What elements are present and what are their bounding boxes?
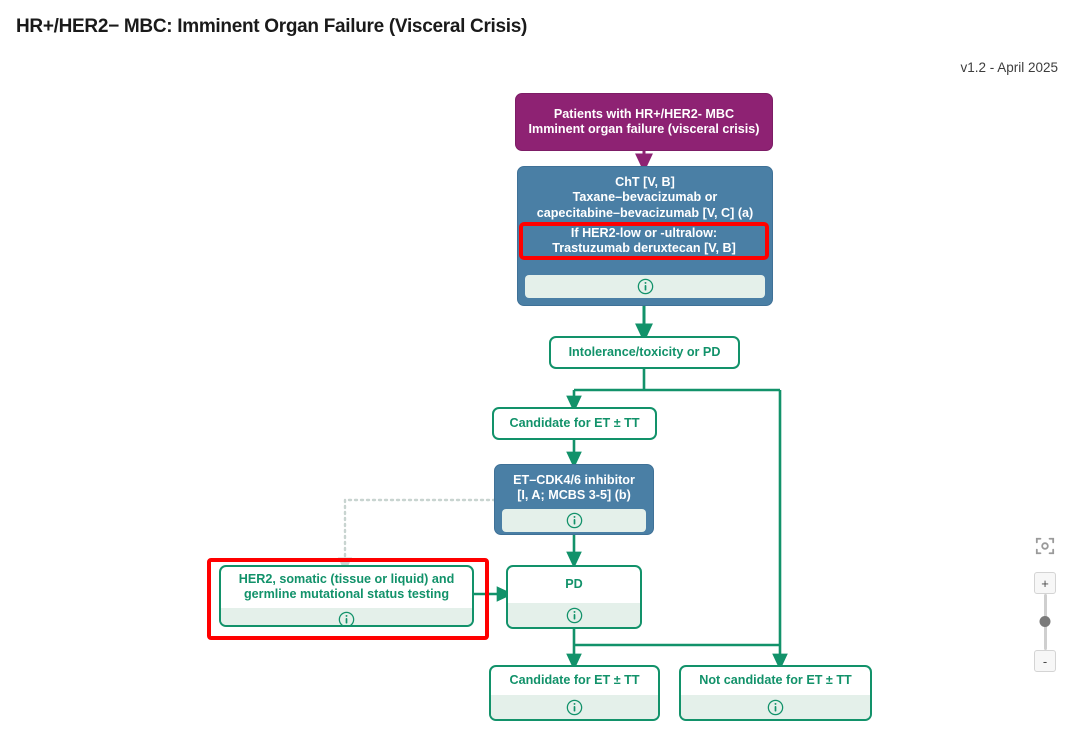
info-icon[interactable] — [566, 512, 583, 529]
info-icon[interactable] — [637, 278, 654, 295]
node-not-candidate-et[interactable]: Not candidate for ET ± TT — [679, 665, 872, 721]
node-her2-testing-info-bar[interactable] — [221, 607, 472, 627]
node-candidate-et-bottom-label: Candidate for ET ± TT — [509, 673, 640, 688]
zoom-out-button[interactable]: - — [1034, 650, 1056, 672]
node-et-cdk46-line1: ET–CDK4/6 inhibitor — [513, 473, 635, 487]
zoom-in-label: + — [1041, 575, 1049, 591]
node-cht-text: ChT [V, B] Taxane–bevacizumab or capecit… — [518, 167, 772, 275]
node-patients-text: Patients with HR+/HER2- MBC Imminent org… — [516, 94, 772, 150]
node-candidate-et-upper[interactable]: Candidate for ET ± TT — [492, 407, 657, 440]
node-candidate-et-bottom-info-bar[interactable] — [491, 695, 658, 719]
node-et-cdk46-info-bar[interactable] — [502, 508, 646, 532]
node-her2-testing-line1: HER2, somatic (tissue or liquid) and — [238, 572, 455, 586]
node-pd[interactable]: PD — [506, 565, 642, 629]
node-her2-testing[interactable]: HER2, somatic (tissue or liquid) and ger… — [219, 565, 474, 627]
node-intolerance-label: Intolerance/toxicity or PD — [568, 344, 721, 359]
node-cht-line1: ChT [V, B] — [615, 175, 675, 189]
node-patients[interactable]: Patients with HR+/HER2- MBC Imminent org… — [515, 93, 773, 151]
zoom-slider-thumb[interactable] — [1039, 616, 1051, 627]
node-candidate-et-upper-label: Candidate for ET ± TT — [509, 415, 640, 430]
info-icon[interactable] — [566, 699, 583, 716]
zoom-in-button[interactable]: + — [1034, 572, 1056, 594]
info-icon[interactable] — [338, 611, 355, 627]
node-cht-info-bar[interactable] — [525, 275, 765, 298]
node-et-cdk46-text: ET–CDK4/6 inhibitor [I, A; MCBS 3-5] (b) — [495, 465, 653, 509]
node-candidate-et-bottom[interactable]: Candidate for ET ± TT — [489, 665, 660, 721]
page-title: HR+/HER2− MBC: Imminent Organ Failure (V… — [16, 16, 528, 37]
node-her2-testing-line2: germline mutational status testing — [243, 587, 450, 602]
node-intolerance[interactable]: Intolerance/toxicity or PD — [549, 336, 740, 369]
node-not-candidate-et-label: Not candidate for ET ± TT — [699, 673, 852, 688]
node-not-candidate-et-info-bar[interactable] — [681, 695, 870, 719]
zoom-controls[interactable]: + - — [1032, 536, 1058, 672]
overlay-line1: If HER2-low or -ultralow: — [570, 225, 718, 240]
node-patients-line2: Imminent organ failure (visceral crisis) — [528, 122, 760, 136]
version-label: v1.2 - April 2025 — [960, 60, 1058, 75]
node-pd-label: PD — [565, 577, 583, 592]
node-patients-line1: Patients with HR+/HER2- MBC — [553, 106, 735, 121]
fit-view-icon[interactable] — [1035, 536, 1055, 556]
node-cht-line2: Taxane–bevacizumab or — [572, 190, 718, 205]
overlay-line2: Trastuzumab deruxtecan [V, B] — [552, 241, 736, 255]
node-et-cdk46-line2: [I, A; MCBS 3-5] (b) — [517, 488, 631, 503]
info-icon[interactable] — [767, 699, 784, 716]
zoom-slider-track[interactable] — [1039, 594, 1051, 650]
node-her2-low-overlay[interactable]: If HER2-low or -ultralow: Trastuzumab de… — [519, 222, 769, 260]
node-et-cdk46[interactable]: ET–CDK4/6 inhibitor [I, A; MCBS 3-5] (b) — [494, 464, 654, 535]
node-cht-line3: capecitabine–bevacizumab [V, C] (a) — [536, 205, 754, 220]
zoom-out-label: - — [1042, 653, 1048, 669]
node-her2-testing-text: HER2, somatic (tissue or liquid) and ger… — [221, 567, 472, 608]
info-icon[interactable] — [566, 607, 583, 624]
highlight-her2-testing — [207, 558, 489, 640]
node-pd-info-bar[interactable] — [508, 603, 640, 627]
